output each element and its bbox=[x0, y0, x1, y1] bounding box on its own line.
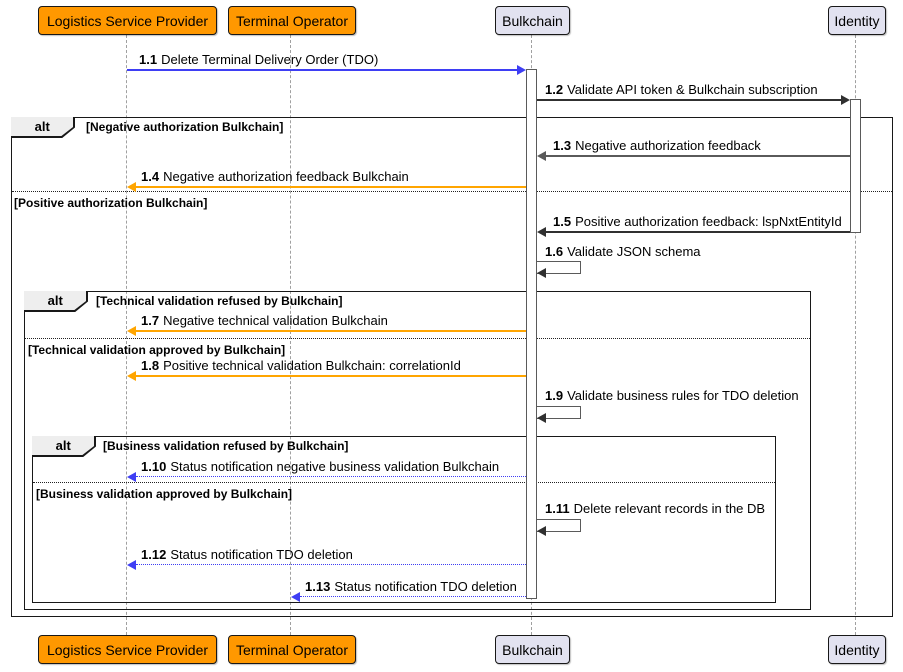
message-number: 1.10 bbox=[141, 459, 167, 474]
arrowhead-left-icon bbox=[537, 151, 546, 161]
message-text: Positive technical validation Bulkchain:… bbox=[163, 358, 461, 373]
alt-operator-label: alt bbox=[11, 117, 74, 137]
arrowhead-left-icon bbox=[127, 472, 136, 482]
message-number: 1.11 bbox=[545, 501, 570, 516]
message-text: Positive authorization feedback: lspNxtE… bbox=[575, 214, 842, 229]
lifeline-logistics-service-provider bbox=[126, 35, 127, 635]
message-text: Status notification negative business va… bbox=[170, 459, 500, 474]
actor-terminal-operator-bottom: Terminal Operator bbox=[228, 635, 356, 664]
message-number: 1.4 bbox=[141, 169, 160, 184]
message-text: Validate business rules for TDO deletion bbox=[567, 388, 799, 403]
lifeline-terminal-operator bbox=[290, 35, 291, 635]
message-number: 1.5 bbox=[553, 214, 572, 229]
actor-logistics-service-provider-top: Logistics Service Provider bbox=[38, 6, 217, 35]
guard-business-approved: [Business validation approved by Bulkcha… bbox=[36, 487, 293, 501]
participant-bulkchain-bottom: Bulkchain bbox=[495, 635, 570, 664]
alt-operator-tab: alt bbox=[11, 117, 75, 138]
guard-positive-authorization: [Positive authorization Bulkchain] bbox=[14, 196, 208, 210]
message-line bbox=[300, 596, 526, 597]
participant-identity-bottom: Identity bbox=[828, 635, 886, 664]
arrowhead-left-icon bbox=[291, 592, 300, 602]
arrowhead-left-icon bbox=[537, 268, 546, 278]
alt-operator-label: alt bbox=[32, 436, 95, 456]
alt-operator-tab: alt bbox=[24, 291, 88, 312]
message-text: Delete Terminal Delivery Order (TDO) bbox=[161, 52, 379, 67]
message-number: 1.6 bbox=[545, 244, 564, 259]
message-line bbox=[136, 186, 526, 188]
message-text: Negative authorization feedback Bulkchai… bbox=[163, 169, 409, 184]
activation-bar-identity bbox=[850, 99, 861, 233]
message-number: 1.13 bbox=[305, 579, 331, 594]
message-text: Negative technical validation Bulkchain bbox=[163, 313, 388, 328]
arrowhead-left-icon bbox=[537, 227, 546, 237]
message-text: Delete relevant records in the DB bbox=[573, 501, 766, 516]
arrowhead-left-icon bbox=[127, 326, 136, 336]
alt-divider-technical bbox=[25, 338, 810, 339]
message-number: 1.7 bbox=[141, 313, 160, 328]
alt-divider-business bbox=[33, 482, 775, 483]
guard-business-refused: [Business validation refused by Bulkchai… bbox=[103, 439, 349, 453]
self-message-loop bbox=[537, 519, 581, 532]
self-message-loop bbox=[537, 261, 581, 274]
arrowhead-left-icon bbox=[537, 413, 546, 423]
message-number: 1.2 bbox=[545, 82, 564, 97]
participant-identity-top: Identity bbox=[828, 6, 886, 35]
arrowhead-left-icon bbox=[127, 560, 136, 570]
message-number: 1.3 bbox=[553, 138, 572, 153]
alt-operator-tab: alt bbox=[32, 436, 96, 457]
message-line bbox=[136, 375, 526, 377]
message-number: 1.8 bbox=[141, 358, 160, 373]
lifeline-identity bbox=[855, 35, 856, 635]
alt-frame-technical-validation bbox=[24, 291, 811, 610]
participant-bulkchain-top: Bulkchain bbox=[495, 6, 570, 35]
message-number: 1.9 bbox=[545, 388, 564, 403]
message-text: Validate JSON schema bbox=[567, 244, 701, 259]
activation-bar-bulkchain bbox=[526, 69, 537, 599]
message-text: Status notification TDO deletion bbox=[334, 579, 517, 594]
message-text: Negative authorization feedback bbox=[575, 138, 761, 153]
message-line bbox=[546, 231, 850, 233]
arrowhead-right-icon bbox=[517, 65, 526, 75]
arrowhead-right-icon bbox=[841, 95, 850, 105]
alt-frame-authorization bbox=[11, 117, 893, 617]
guard-negative-authorization: [Negative authorization Bulkchain] bbox=[86, 120, 284, 134]
actor-logistics-service-provider-bottom: Logistics Service Provider bbox=[38, 635, 217, 664]
alt-operator-label: alt bbox=[24, 291, 87, 311]
arrowhead-left-icon bbox=[127, 182, 136, 192]
self-message-loop bbox=[537, 406, 581, 419]
alt-divider-authorization bbox=[12, 191, 892, 192]
message-line bbox=[136, 564, 526, 565]
message-line bbox=[136, 330, 526, 332]
message-line bbox=[127, 69, 517, 71]
guard-technical-approved: [Technical validation approved by Bulkch… bbox=[28, 343, 286, 357]
guard-technical-refused: [Technical validation refused by Bulkcha… bbox=[96, 294, 343, 308]
arrowhead-left-icon bbox=[537, 526, 546, 536]
message-number: 1.12 bbox=[141, 547, 167, 562]
message-number: 1.1 bbox=[139, 52, 158, 67]
message-line bbox=[546, 155, 850, 157]
message-text: Status notification TDO deletion bbox=[170, 547, 353, 562]
actor-terminal-operator-top: Terminal Operator bbox=[228, 6, 356, 35]
message-line bbox=[136, 476, 526, 477]
message-text: Validate API token & Bulkchain subscript… bbox=[567, 82, 818, 97]
alt-frame-business-validation bbox=[32, 436, 776, 603]
arrowhead-left-icon bbox=[127, 371, 136, 381]
message-line bbox=[537, 99, 842, 101]
